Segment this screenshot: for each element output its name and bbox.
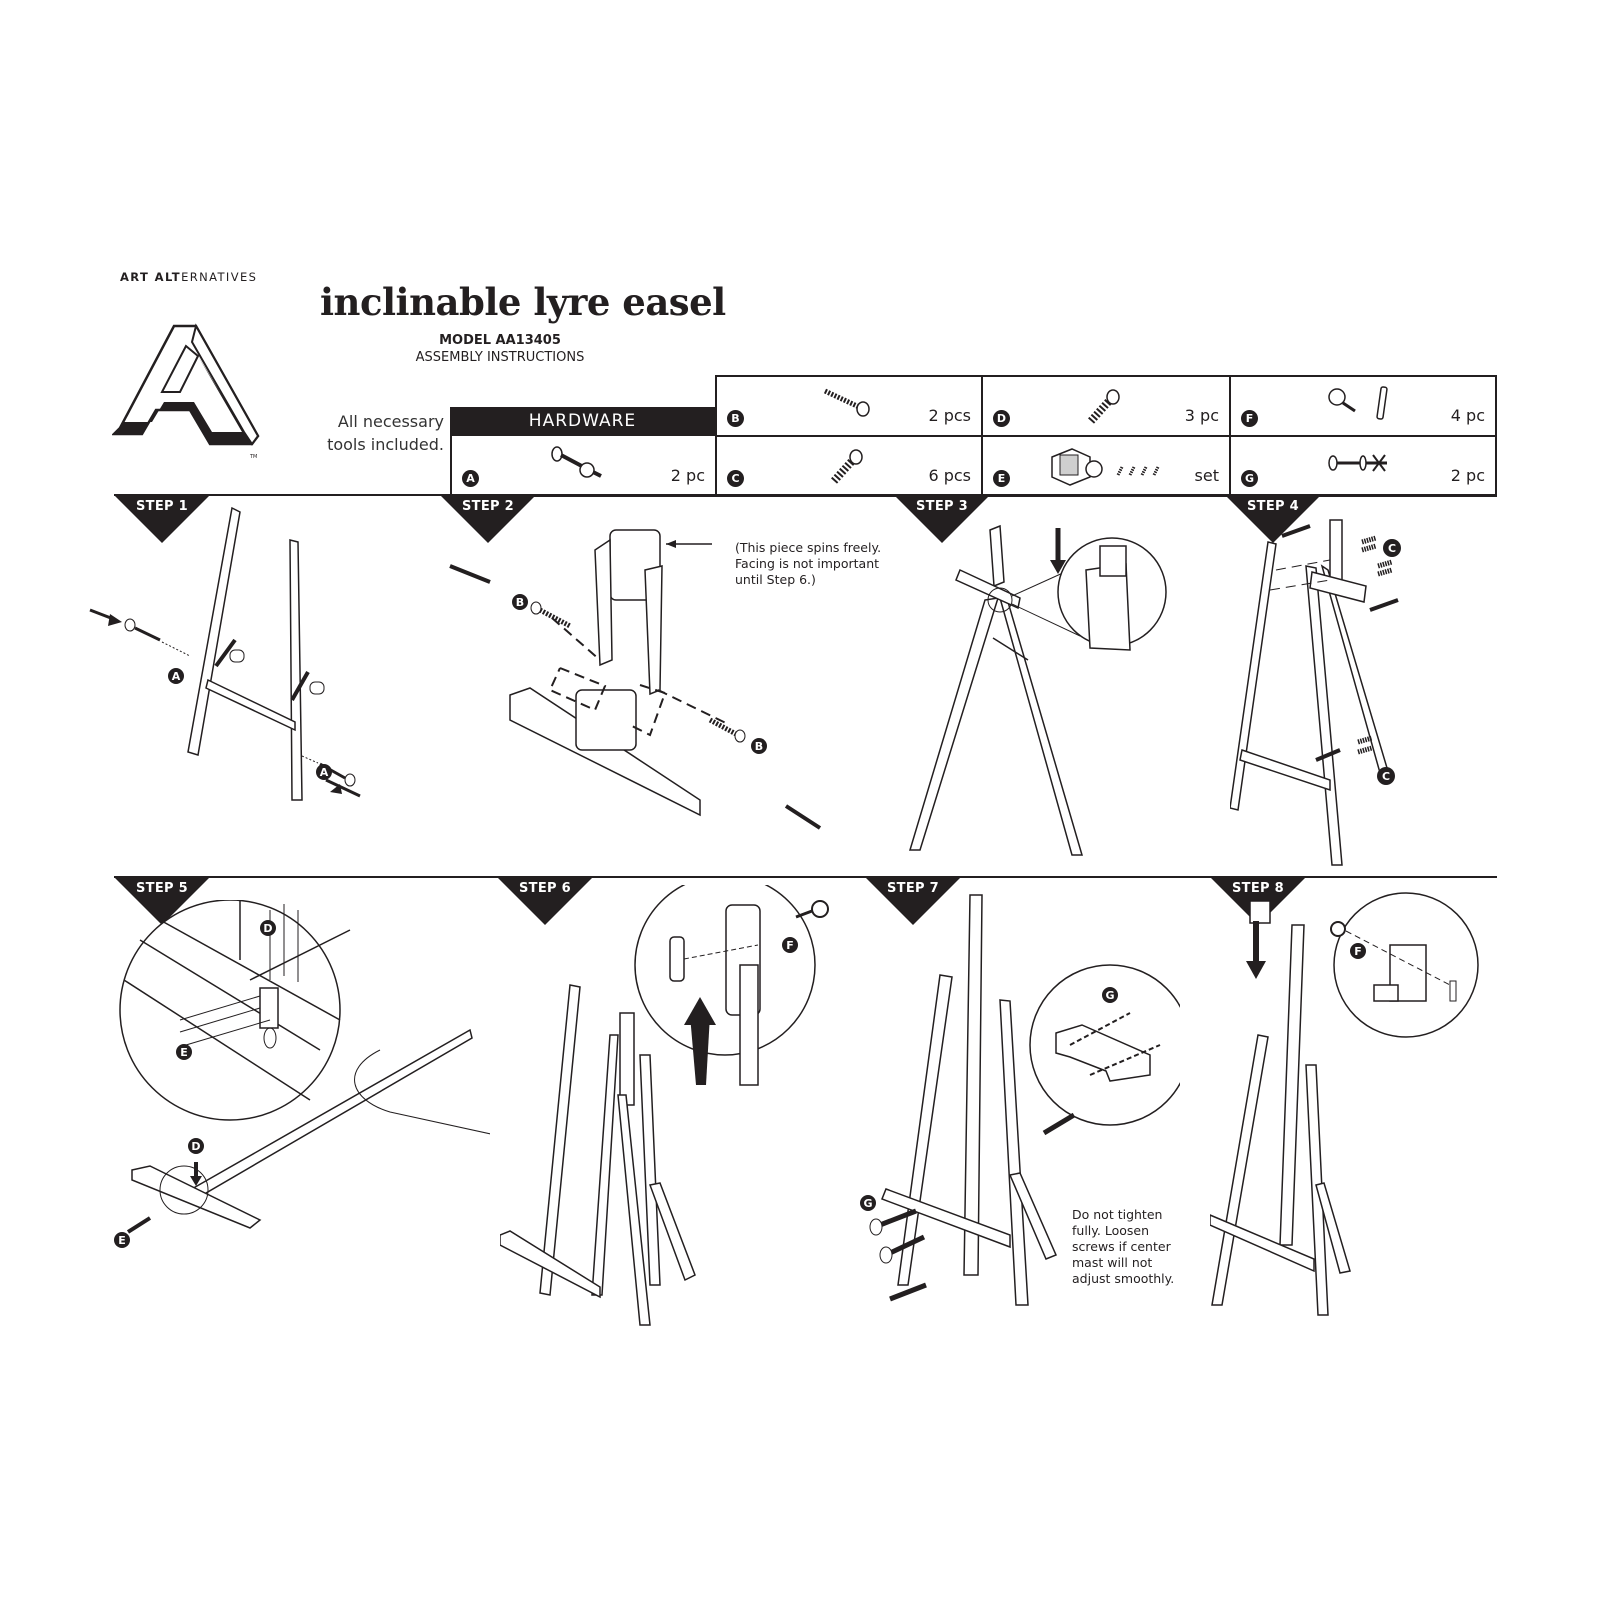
hardware-letter: A [462,470,479,487]
hardware-qty: 2 pcs [928,406,971,425]
step-6-marker: STEP 6 [497,877,593,925]
short-screw-icon [1088,389,1120,424]
tools-note: All necessary tools included. [327,412,444,454]
step-1-marker: STEP 1 [114,495,210,543]
row-divider-top [114,494,1497,496]
hardware-letter: D [993,410,1010,427]
hardware-item-c: C 6 pcs [715,435,983,497]
hardware-letter: E [993,470,1010,487]
step-8-illustration: F [1210,892,1479,1316]
hardware-qty: 2 pc [670,466,705,485]
step-2-illustration: B B [449,529,822,830]
hardware-letter: C [727,470,744,487]
step-3-illustration [908,524,1167,856]
svg-text:G: G [863,1197,872,1210]
page-title: inclinable lyre easel [320,280,726,324]
step-7-marker: STEP 7 [865,877,961,925]
subtitle: ASSEMBLY INSTRUCTIONS [415,350,585,365]
model-number: MODEL AA13405 [439,333,561,348]
step-2-note: (This piece spins freely.Facing is not i… [735,540,882,587]
hardware-qty: 6 pcs [928,466,971,485]
svg-text:B: B [516,596,524,609]
step-3-marker: STEP 3 [894,495,990,543]
svg-text:C: C [1382,770,1390,783]
hardware-letter: F [1241,410,1258,427]
step-4-marker: STEP 4 [1225,495,1321,543]
step-1-illustration: A A [89,506,361,801]
hardware-item-g: G 2 pc [1229,435,1497,497]
step-7-illustration: G G [860,894,1180,1306]
svg-text:D: D [263,922,272,935]
hardware-heading: HARDWARE [450,407,715,436]
hardware-qty: 2 pc [1450,466,1485,485]
step-2-marker: STEP 2 [440,495,536,543]
svg-text:C: C [1388,542,1396,555]
hardware-qty: 3 pc [1184,406,1219,425]
svg-text:B: B [755,740,763,753]
hinge-bracket-with-screws-icon [1051,448,1160,486]
bolt-with-barrel-nut-icon [551,446,603,478]
svg-text:G: G [1105,989,1114,1002]
row-divider-bottom [114,876,1497,878]
hardware-qty: 4 pc [1450,406,1485,425]
art-alternatives-logo-icon: TM [110,322,262,462]
svg-text:A: A [320,766,329,779]
hardware-item-b: B 2 pcs [715,375,983,437]
knob-and-cap-icon [1328,386,1388,420]
svg-text:E: E [180,1046,188,1059]
hardware-item-d: D 3 pc [981,375,1231,437]
hardware-item-e: E set [981,435,1231,497]
svg-text:D: D [191,1140,200,1153]
bolt-washer-wingnut-icon [1328,454,1387,472]
hardware-qty: set [1194,466,1219,485]
hardware-letter: B [727,410,744,427]
step-5-illustration: D E D E [114,900,490,1248]
svg-text:A: A [172,670,181,683]
svg-text:E: E [118,1234,126,1247]
wood-screw-icon [823,388,870,417]
hardware-letter: G [1241,470,1258,487]
short-screw-icon [831,449,863,484]
step-4-illustration: C C [1230,519,1401,866]
step-6-illustration: F [500,885,829,1326]
svg-text:F: F [786,939,794,952]
hardware-item-a: A 2 pc [450,434,717,497]
svg-text:TM: TM [249,454,257,460]
hardware-item-f: F 4 pc [1229,375,1497,437]
brand-name: ART ALTERNATIVES [120,270,258,284]
svg-text:F: F [1354,945,1362,958]
